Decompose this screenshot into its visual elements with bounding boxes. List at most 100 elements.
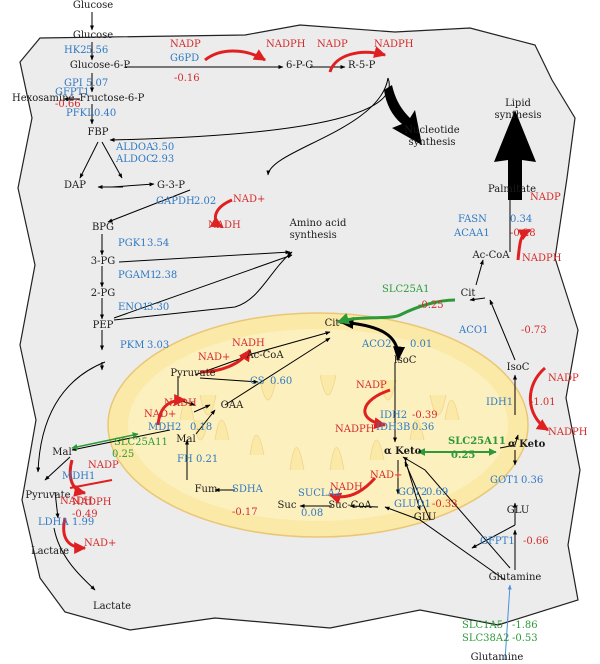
metabolite-suc-coa: Suc-CoA [328, 500, 372, 511]
gene-sdha: SDHA [232, 484, 263, 495]
value-fh: 0.21 [196, 454, 219, 465]
glutamine-import-arrow [504, 584, 512, 661]
cofactor-mdh1-nadph: NADPH [72, 497, 112, 508]
metabolite-g-3-p: G-3-P [157, 180, 186, 191]
value-glud1: -0.33 [432, 499, 458, 510]
cofactor-arrows [62, 46, 550, 554]
cofactor-fasn-nadp: NADP [530, 192, 561, 203]
metabolite-palmitate: Palmitate [487, 184, 537, 195]
metabolite-isoc-cyt: IsoC [506, 362, 530, 373]
value-mdh2: 0.18 [190, 422, 213, 433]
value-ldha: 1.99 [72, 517, 95, 528]
metabolite-suc: Suc [277, 500, 297, 511]
transporter-slc25a1: SLC25A1 [382, 284, 430, 295]
metabolite-pyruvate-cyt: Pyruvate [25, 490, 71, 501]
gene-fh: FH [177, 454, 193, 465]
pathway-arrows [36, 12, 519, 591]
cofactor-idh2-nadph: NADPH [335, 424, 375, 435]
metabolite-2-pg: 2-PG [90, 288, 116, 299]
cofactor-gapdh-nad: NAD+ [233, 194, 266, 205]
gene-aco2: ACO2 [362, 339, 392, 350]
value-slc38a2: -0.53 [512, 633, 538, 644]
cofactor-sucla-nadh: NADH [330, 482, 363, 493]
metabolite-glucose: Glucose [72, 30, 114, 41]
gene-ldha: LDHA [38, 517, 69, 528]
value-idh1: -1.01 [530, 397, 556, 408]
metabolite-oaa: OAA [220, 400, 244, 411]
value-got2: 0.69 [426, 487, 449, 498]
value-fasn: 0.34 [510, 214, 533, 225]
value-sdha: -0.17 [232, 507, 258, 518]
value-cs: 0.60 [270, 376, 293, 387]
metabolite-cit-mito: Cit [324, 318, 340, 329]
metabolite-bpg: BPG [91, 222, 115, 233]
gene-got1: GOT1 [490, 475, 520, 486]
value-mdh1: -0.49 [72, 509, 98, 520]
metabolite-mal-mito: Mal [176, 434, 196, 445]
value-aco2: 0.01 [410, 339, 433, 350]
gene-sucla2: SUCLA2 [298, 488, 342, 499]
value-hk2: 5.56 [86, 45, 109, 56]
gene-fasn: FASN [458, 214, 487, 225]
thick-arrows [384, 85, 536, 200]
cofactor-mdh1-nadp: NADP [88, 460, 119, 471]
metabolite-hexosamine: Hexosamine [12, 93, 75, 104]
metabolite-lactate-out: Lactate [92, 601, 132, 612]
metabolite-cit-cyt: Cit [460, 288, 476, 299]
gene-pfkl: PFKL [66, 108, 94, 119]
value-pkm: 3.03 [147, 340, 170, 351]
metabolite-fructose-6-p: Fructose-6-P [79, 93, 145, 104]
gene-eno1: ENO1 [118, 302, 149, 313]
cofactor-mdh2-nadh: NADH [164, 398, 197, 409]
gene-mdh2: MDH2 [148, 422, 182, 433]
gene-gfpt1-a: GFPT1 [55, 87, 90, 98]
gene-idh2: IDH2 [380, 410, 408, 421]
value-aco1: -0.73 [521, 325, 547, 336]
metabolite-lactate: Lactate [30, 546, 70, 557]
gene-mdh1: MDH1 [62, 471, 96, 482]
metabolite-6-p-g: 6-P-G [286, 60, 314, 71]
cofactor-sucla-nad: NAD+ [370, 470, 403, 481]
gene-pgk1: PGK1 [118, 238, 147, 249]
metabolite-glutamine: Glutamine [488, 572, 542, 583]
cofactor-ldha-nad: NAD+ [84, 538, 117, 549]
cofactor-mdh2-nad: NAD+ [144, 409, 177, 420]
cofactor-ldha-nadh: NADH [60, 496, 93, 507]
value-gfpt1-b: -0.66 [523, 536, 549, 547]
value-gpi: 5.07 [86, 78, 109, 89]
value-slc1a5: -1.86 [512, 620, 538, 631]
metabolite-ac-coa-mito: Ac-CoA [246, 350, 284, 361]
gene-pgam1: PGAM1 [118, 270, 157, 281]
metabolite-3-pg: 3-PG [90, 256, 116, 267]
nucleotide-synthesis-label: Nucleotide synthesis [404, 125, 460, 148]
gene-pkm: PKM [120, 340, 145, 351]
gene-g6pd: G6PD [170, 53, 200, 64]
gene-gapdh: GAPDH [156, 196, 195, 207]
value-idh2: -0.39 [412, 410, 438, 421]
transporter-slc38a2: SLC38A2 [462, 633, 510, 644]
gene-aldoa: ALDOA [116, 142, 154, 153]
value-gapdh: 2.02 [194, 196, 217, 207]
metabolite-r-5-p: R-5-P [348, 60, 376, 71]
value-slc25a11-b: 0.25 [451, 450, 476, 461]
cofactor-idh1-nadph: NADPH [548, 427, 588, 438]
value-aldoa: 3.50 [152, 142, 175, 153]
metabolite-alpha-keto-mito: α Keto [384, 446, 422, 457]
slc25a1-arrow [336, 298, 456, 325]
aco2-arrow [338, 317, 406, 362]
value-slc25a1: -0.25 [418, 300, 444, 311]
metabolite-glucose-in: Glucose [72, 0, 114, 11]
gene-gfpt1-b: GFPT1 [480, 536, 515, 547]
cofactor-g6pd-nadp: NADP [170, 39, 201, 50]
value-slc25a11-a: 0.25 [112, 449, 135, 460]
cofactor-gapdh-nadh: NADH [208, 220, 241, 231]
gene-aco1: ACO1 [459, 325, 489, 336]
value-got1: 0.36 [521, 475, 544, 486]
value-idh3b: 0.36 [412, 422, 435, 433]
metabolite-pyruvate-mito: Pyruvate [170, 368, 216, 379]
amino-acid-synthesis-label: Amino acid synthesis [289, 218, 347, 241]
metabolite-alpha-keto-cyt: α Keto [508, 439, 546, 450]
metabolite-ac-coa-cyt: Ac-CoA [472, 250, 510, 261]
